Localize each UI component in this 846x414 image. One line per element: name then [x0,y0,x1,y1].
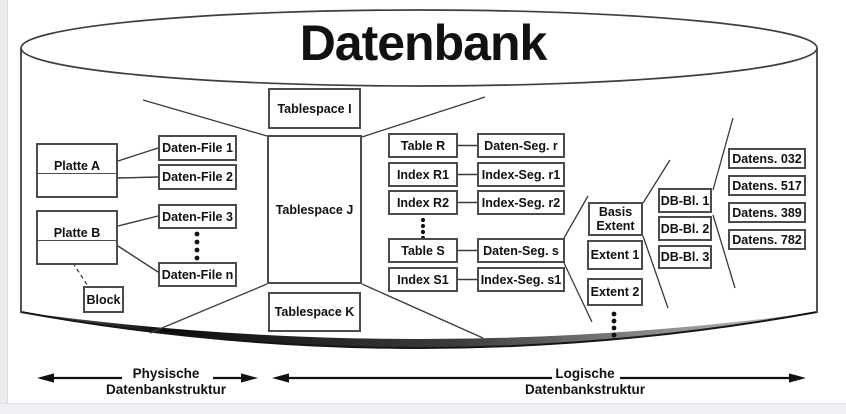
bottom-edge-strip [0,403,846,414]
index-box: Index S1 [388,267,458,292]
data-file-box: Daten-File 2 [158,164,237,190]
db-block-box: DB-Bl. 1 [658,188,712,213]
disk-file-connectors [117,147,159,273]
disk-box-platte-b: Platte B [36,210,118,265]
segment-box: Index-Seg. r1 [477,162,565,187]
segment-connectors [458,144,477,281]
logical-structure-arrow [272,373,806,383]
legend-physical-line2: Datenbankstruktur [105,382,227,397]
extent-box: Basis Extent [588,202,643,236]
disk-label: Platte A [38,159,116,174]
legend-logical-line1: Logische [555,366,615,381]
legend-physical-line1: Physische [132,366,200,381]
record-box: Datens. 389 [728,202,806,223]
segment-box: Index-Seg. r2 [477,190,565,215]
segment-box: Daten-Seg. r [477,133,565,158]
data-file-box: Daten-File n [158,262,237,287]
table-box: Table R [388,133,458,158]
extent-box: Extent 1 [587,240,643,270]
record-box: Datens. 032 [728,148,806,169]
block-box: Block [83,286,124,313]
record-box: Datens. 782 [728,229,806,250]
db-block-box: DB-Bl. 2 [658,216,712,241]
data-file-box: Daten-File 3 [158,204,237,229]
tablespace-box: Tablespace K [268,292,361,332]
segment-box: Daten-Seg. s [477,238,565,263]
ellipsis-dots [194,231,200,261]
diagram-title: Datenbank [299,15,548,71]
ellipsis-dots [611,311,617,338]
disk-label: Platte B [38,226,116,241]
db-block-box: DB-Bl. 3 [658,245,712,269]
index-box: Index R1 [388,162,458,187]
table-box: Table S [388,238,458,263]
disk-box-platte-a: Platte A [36,143,118,198]
fan-lines [142,96,736,339]
data-file-box: Daten-File 1 [158,135,237,161]
index-box: Index R2 [388,190,458,215]
tablespace-box: Tablespace I [268,88,361,129]
physical-structure-arrow [37,373,258,383]
tablespace-box: Tablespace J [267,135,362,284]
left-edge-strip [0,0,8,414]
legend-logical-line2: Datenbankstruktur [524,382,646,397]
segment-box: Index-Seg. s1 [477,267,565,292]
extent-box: Extent 2 [587,278,643,306]
record-box: Datens. 517 [728,175,806,196]
